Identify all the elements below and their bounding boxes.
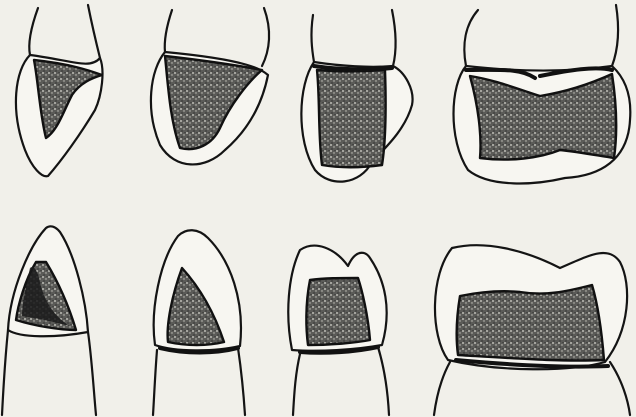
upper-tooth-4: [454, 5, 631, 183]
upper-tooth-2: [151, 8, 269, 164]
lower-tooth-3: [288, 246, 389, 415]
lower-tooth-4: [434, 245, 630, 415]
upper-tooth-3: [301, 10, 412, 182]
lower-tooth-1: [2, 226, 96, 415]
upper-tooth-1: [16, 5, 103, 176]
lower-tooth-2: [153, 230, 245, 415]
